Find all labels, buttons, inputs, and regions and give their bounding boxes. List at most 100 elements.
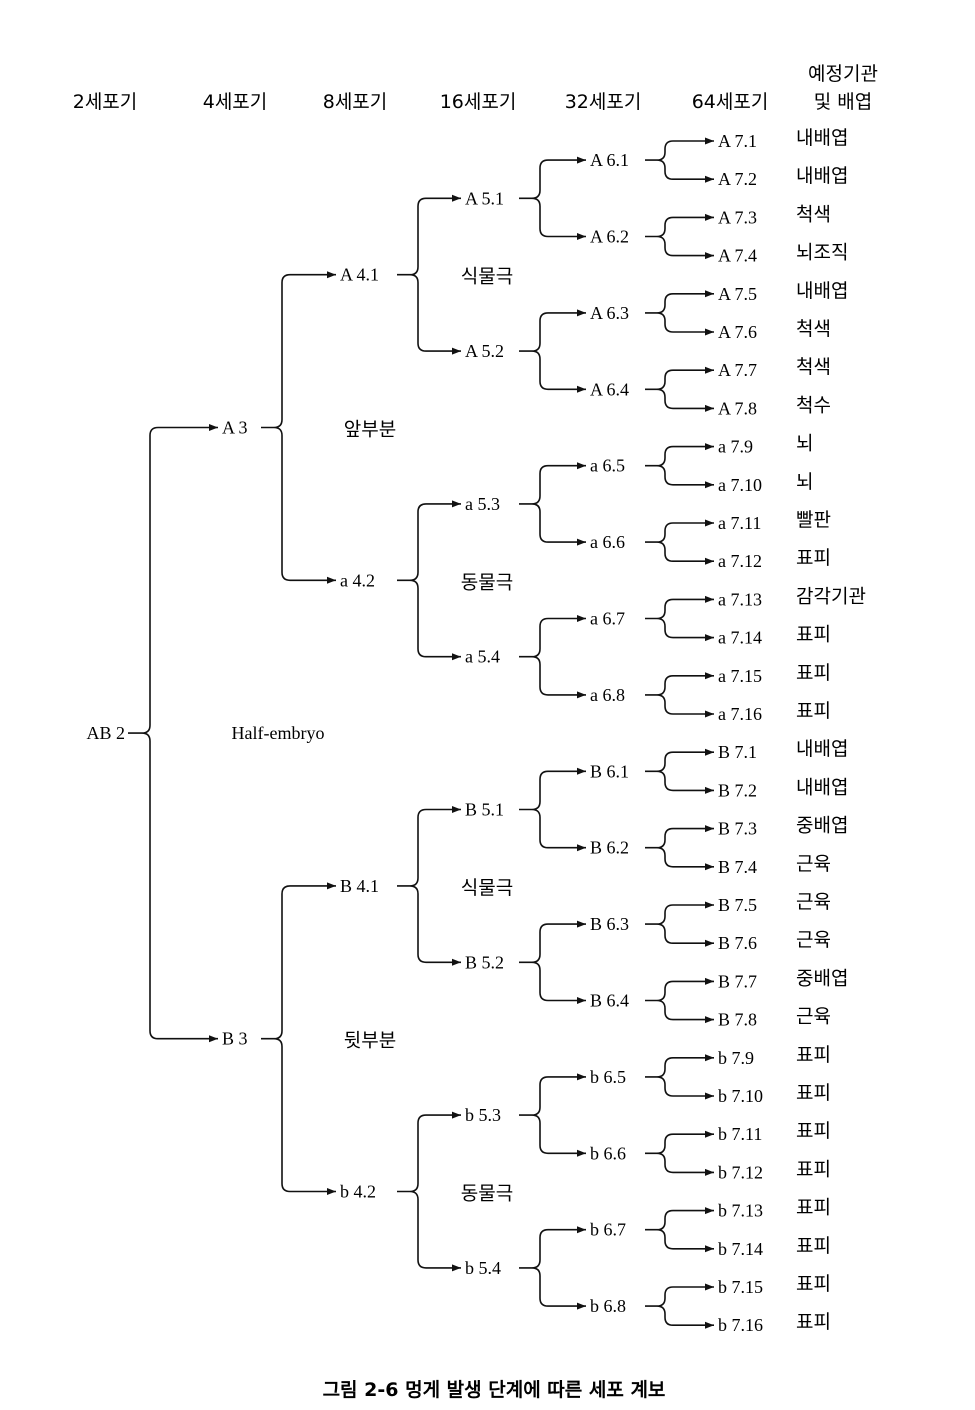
cell-label: a 4.2 <box>340 570 375 590</box>
fate-label: 표피 <box>796 624 831 646</box>
fate-label: 뇌 <box>796 471 813 493</box>
arrow-head-icon <box>705 557 714 565</box>
cell-label: a 7.11 <box>718 513 761 533</box>
stage-header: 2세포기 <box>73 91 138 113</box>
cell-label: B 4.1 <box>340 876 379 896</box>
arrow-head-icon <box>705 137 714 145</box>
cell-label: b 6.6 <box>590 1143 626 1163</box>
half-embryo-label: Half-embryo <box>232 723 325 743</box>
cell-label: b 7.13 <box>718 1201 763 1221</box>
cell-label: a 7.16 <box>718 704 762 724</box>
fate-label: 중배엽 <box>796 967 848 989</box>
pole-label: 동물극 <box>461 571 513 593</box>
lineage-bracket <box>645 675 714 715</box>
arrow-head-icon <box>452 1111 461 1119</box>
fate-label: 척색 <box>796 318 831 340</box>
lineage-bracket <box>261 273 336 582</box>
fate-label: 중배엽 <box>796 815 848 837</box>
arrow-head-icon <box>705 519 714 527</box>
cell-label-root: AB 2 <box>86 723 125 743</box>
cell-label: B 7.6 <box>718 933 757 953</box>
pole-label: 식물극 <box>461 266 513 288</box>
cell-label: a 7.10 <box>718 475 762 495</box>
arrow-head-icon <box>705 595 714 603</box>
fate-label: 표피 <box>796 1311 831 1333</box>
cell-label: A 7.1 <box>718 131 757 151</box>
stage-header: 32세포기 <box>565 91 642 113</box>
arrow-head-icon <box>577 538 586 546</box>
fate-label: 표피 <box>796 547 831 569</box>
region-label: 뒷부분 <box>344 1030 396 1052</box>
lineage-bracket <box>645 980 714 1021</box>
arrow-head-icon <box>452 347 461 355</box>
lineage-bracket <box>519 1228 586 1307</box>
fate-header: 예정기관 <box>808 63 878 85</box>
fate-header: 및 배엽 <box>814 91 872 113</box>
stage-header: 64세포기 <box>692 91 769 113</box>
fate-label: 근육 <box>796 891 831 913</box>
fate-label: 척색 <box>796 356 831 378</box>
arrow-head-icon <box>705 404 714 412</box>
lineage-bracket <box>645 522 714 562</box>
lineage-bracket <box>519 312 586 391</box>
arrow-head-icon <box>577 385 586 393</box>
arrow-head-icon <box>577 997 586 1004</box>
fate-label: 표피 <box>796 1082 831 1104</box>
cell-label: a 6.8 <box>590 685 625 705</box>
cell-label: A 5.1 <box>465 188 504 208</box>
arrow-head-icon <box>705 825 714 833</box>
cell-label: a 7.13 <box>718 589 762 609</box>
arrow-head-icon <box>209 1035 218 1043</box>
arrow-head-icon <box>327 882 336 890</box>
cell-label: B 6.3 <box>590 914 629 934</box>
lineage-bracket <box>397 197 461 352</box>
cell-label: a 6.5 <box>590 456 625 476</box>
fate-label: 표피 <box>796 1158 831 1180</box>
arrow-head-icon <box>577 309 586 317</box>
fate-label: 표피 <box>796 700 831 722</box>
cell-label: b 4.2 <box>340 1182 376 1202</box>
arrow-head-icon <box>577 1073 586 1081</box>
cell-label: b 5.4 <box>465 1258 501 1278</box>
arrow-head-icon <box>577 615 586 622</box>
cell-label: B 7.8 <box>718 1010 757 1030</box>
lineage-bracket <box>645 904 714 944</box>
arrow-head-icon <box>705 939 714 947</box>
arrow-head-icon <box>705 481 714 489</box>
lineage-bracket <box>645 140 714 180</box>
arrow-head-icon <box>705 1283 714 1291</box>
cell-label: b 5.3 <box>465 1105 501 1125</box>
lineage-bracket <box>645 216 714 257</box>
lineage-bracket <box>519 770 586 849</box>
arrow-head-icon <box>577 1302 586 1310</box>
arrow-head-icon <box>705 1054 714 1062</box>
arrow-head-icon <box>452 500 461 508</box>
cell-label: A 6.1 <box>590 150 629 170</box>
arrow-head-icon <box>705 290 714 298</box>
fate-label: 표피 <box>796 1197 831 1219</box>
cell-label: B 7.7 <box>718 971 757 991</box>
arrow-head-icon <box>452 806 461 813</box>
arrow-head-icon <box>452 958 461 966</box>
cell-label: b 7.12 <box>718 1162 763 1182</box>
arrow-head-icon <box>705 672 714 680</box>
arrow-head-icon <box>577 462 586 470</box>
arrow-head-icon <box>209 424 218 431</box>
arrow-head-icon <box>327 1188 336 1195</box>
fate-label: 척수 <box>796 394 831 416</box>
cell-label: b 7.10 <box>718 1086 763 1106</box>
arrow-head-icon <box>705 863 714 871</box>
arrow-head-icon <box>327 576 336 584</box>
arrow-head-icon <box>577 920 586 928</box>
arrow-head-icon <box>577 156 586 164</box>
cell-label: B 7.4 <box>718 857 757 877</box>
cell-label: a 7.14 <box>718 628 762 648</box>
cell-label: A 7.6 <box>718 322 757 342</box>
fate-label: 뇌조직 <box>796 242 848 264</box>
lineage-bracket <box>645 1133 714 1174</box>
fate-label: 빨판 <box>796 509 831 531</box>
arrow-head-icon <box>705 710 714 718</box>
lineage-bracket <box>645 369 714 410</box>
lineage-bracket <box>519 923 586 1002</box>
